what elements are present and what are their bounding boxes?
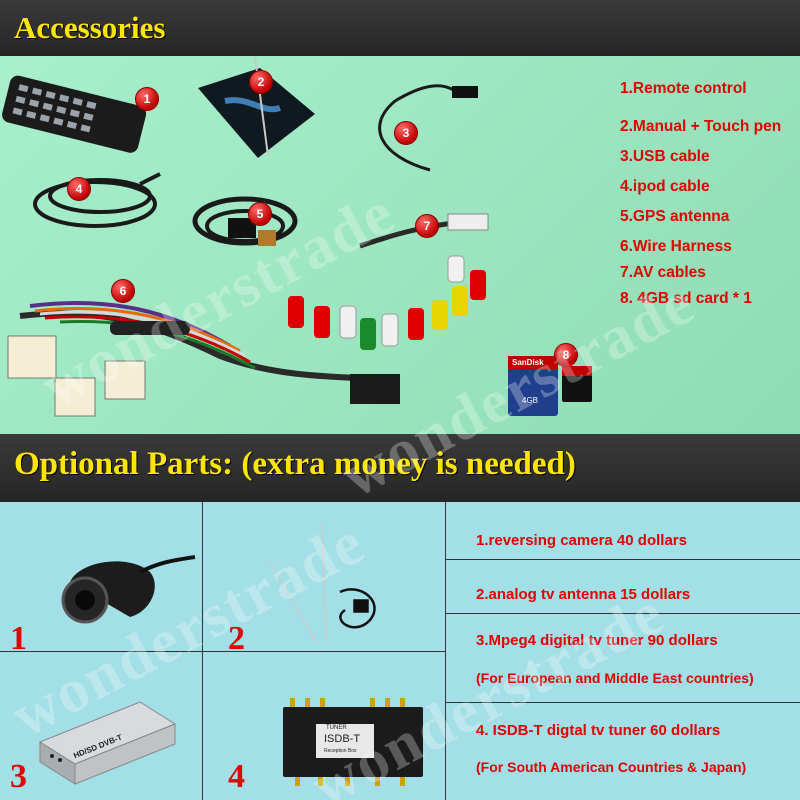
remote-control-image (2, 75, 147, 153)
marker-8: 8 (554, 343, 578, 367)
option-isdb-tuner: 4. ISDB-T digtal tv tuner 60 dollars (476, 722, 721, 739)
option-analog-antenna: 2.analog tv antenna 15 dollars (476, 586, 691, 603)
sd-card-image (508, 356, 592, 416)
option-number-4: 4 (228, 758, 245, 795)
accessory-item: 3.USB cable (620, 148, 710, 165)
marker-2: 2 (249, 70, 273, 94)
grid-divider (445, 502, 446, 800)
option-number-3: 3 (10, 758, 27, 795)
ipod-cable-image (33, 172, 161, 228)
accessory-item: 1.Remote control (620, 80, 747, 97)
dvb-t-tuner-image (38, 701, 177, 785)
accessory-item: 8. 4GB sd card * 1 (620, 290, 752, 307)
gps-antenna-image (192, 196, 298, 246)
usb-cable-image (378, 84, 456, 172)
optional-parts-title: Optional Parts: (extra money is needed) (14, 446, 576, 482)
accessories-illustration (2, 56, 592, 417)
grid-divider (445, 559, 800, 560)
grid-divider (445, 613, 800, 614)
option-number-1: 1 (10, 620, 27, 657)
reversing-camera-image (61, 555, 196, 624)
isdb-t-label: ISDB-T (324, 733, 361, 745)
option-isdb-region: (For South American Countries & Japan) (476, 759, 747, 775)
analog-tv-antenna-image (269, 521, 376, 643)
accessory-item: 5.GPS antenna (620, 208, 730, 225)
optional-parts-illustration (38, 521, 423, 786)
marker-6: 6 (111, 279, 135, 303)
marker-5: 5 (248, 202, 272, 226)
optional-parts-header: Optional Parts: (extra money is needed) (0, 434, 800, 502)
accessory-item: 2.Manual + Touch pen (620, 118, 782, 135)
marker-4: 4 (67, 177, 91, 201)
grid-divider (445, 702, 800, 703)
marker-1: 1 (135, 87, 159, 111)
isdb-box-label: Reception Box (324, 748, 357, 754)
option-number-2: 2 (228, 620, 245, 657)
sd-card-brand: SanDisk (512, 358, 544, 367)
accessory-item: 4.ipod cable (620, 178, 710, 195)
option-reversing-camera: 1.reversing camera 40 dollars (476, 532, 687, 549)
accessories-panel: SanDisk 4GB 1 2 3 4 5 6 7 8 1.Remote con… (0, 56, 800, 434)
marker-7: 7 (415, 214, 439, 238)
accessory-item: 7.AV cables (620, 264, 706, 281)
accessories-header: Accessories (0, 0, 800, 56)
option-mpeg4-tuner: 3.Mpeg4 digital tv tuner 90 dollars (476, 632, 718, 649)
accessory-item: 6.Wire Harness (620, 238, 732, 255)
wire-harness-image (7, 300, 400, 417)
marker-3: 3 (394, 121, 418, 145)
av-cables-image (288, 213, 489, 350)
accessories-title: Accessories (14, 10, 166, 45)
option-mpeg4-region: (For European and Middle East countries) (476, 670, 754, 686)
optional-parts-panel: HD/SD DVB-T TUNER ISDB-T Reception Box 1… (0, 502, 800, 800)
grid-divider (0, 651, 445, 652)
isdb-tuner-label: TUNER (326, 725, 347, 731)
isdb-t-tuner-image (283, 698, 423, 786)
sd-card-size: 4GB (522, 396, 539, 405)
